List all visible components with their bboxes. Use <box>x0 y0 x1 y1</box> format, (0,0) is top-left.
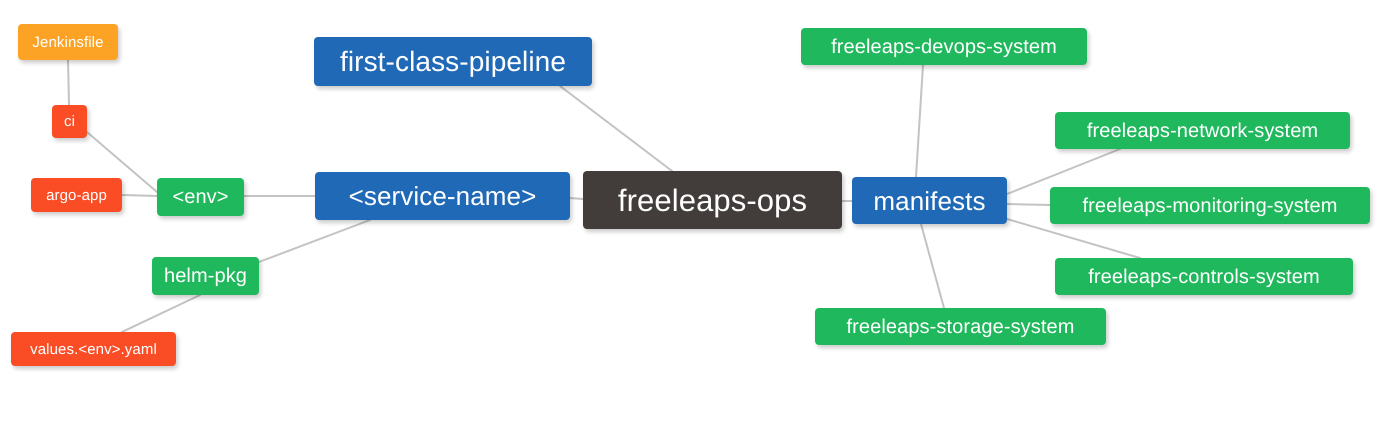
edge-helm-pkg-to-values-yaml <box>121 294 201 333</box>
node-freeleaps-devops-system[interactable]: freeleaps-devops-system <box>801 28 1087 65</box>
node-label-jenkinsfile: Jenkinsfile <box>32 33 104 51</box>
edge-manifests-to-freeleaps-controls-system <box>1006 218 1141 259</box>
node-freeleaps-controls-system[interactable]: freeleaps-controls-system <box>1055 258 1353 295</box>
node-env[interactable]: <env> <box>157 178 244 216</box>
node-manifests[interactable]: manifests <box>852 177 1007 224</box>
node-label-freeleaps-ops: freeleaps-ops <box>617 182 808 218</box>
edge-service-name-to-helm-pkg <box>258 219 371 263</box>
edge-first-class-pipeline-to-freeleaps-ops <box>559 85 673 172</box>
node-label-helm-pkg: helm-pkg <box>163 265 248 287</box>
edge-manifests-to-freeleaps-storage-system <box>920 223 945 309</box>
node-label-service-name: <service-name> <box>348 181 537 211</box>
node-label-env: <env> <box>172 186 229 208</box>
node-label-freeleaps-network-system: freeleaps-network-system <box>1086 119 1319 142</box>
node-helm-pkg[interactable]: helm-pkg <box>152 257 259 295</box>
edge-service-name-to-freeleaps-ops <box>569 197 584 200</box>
node-service-name[interactable]: <service-name> <box>315 172 570 220</box>
edge-jenkinsfile-to-ci <box>67 59 70 106</box>
node-label-values-yaml: values.<env>.yaml <box>30 340 157 358</box>
node-ci[interactable]: ci <box>52 105 87 138</box>
node-label-freeleaps-controls-system: freeleaps-controls-system <box>1088 265 1320 288</box>
node-freeleaps-storage-system[interactable]: freeleaps-storage-system <box>815 308 1106 345</box>
node-freeleaps-network-system[interactable]: freeleaps-network-system <box>1055 112 1350 149</box>
edge-manifests-to-freeleaps-monitoring-system <box>1006 203 1051 206</box>
edge-argo-app-to-env <box>121 194 158 197</box>
node-label-first-class-pipeline: first-class-pipeline <box>339 45 567 77</box>
node-label-manifests: manifests <box>873 185 986 216</box>
node-argo-app[interactable]: argo-app <box>31 178 122 212</box>
edge-manifests-to-freeleaps-devops-system <box>915 64 924 178</box>
node-label-freeleaps-monitoring-system: freeleaps-monitoring-system <box>1082 194 1338 217</box>
node-label-freeleaps-storage-system: freeleaps-storage-system <box>846 315 1075 338</box>
node-label-ci: ci <box>63 113 76 130</box>
node-freeleaps-ops[interactable]: freeleaps-ops <box>583 171 842 229</box>
node-freeleaps-monitoring-system[interactable]: freeleaps-monitoring-system <box>1050 187 1370 224</box>
node-label-freeleaps-devops-system: freeleaps-devops-system <box>831 35 1057 58</box>
node-jenkinsfile[interactable]: Jenkinsfile <box>18 24 118 60</box>
node-first-class-pipeline[interactable]: first-class-pipeline <box>314 37 592 86</box>
node-values-yaml[interactable]: values.<env>.yaml <box>11 332 176 366</box>
node-label-argo-app: argo-app <box>46 186 107 204</box>
